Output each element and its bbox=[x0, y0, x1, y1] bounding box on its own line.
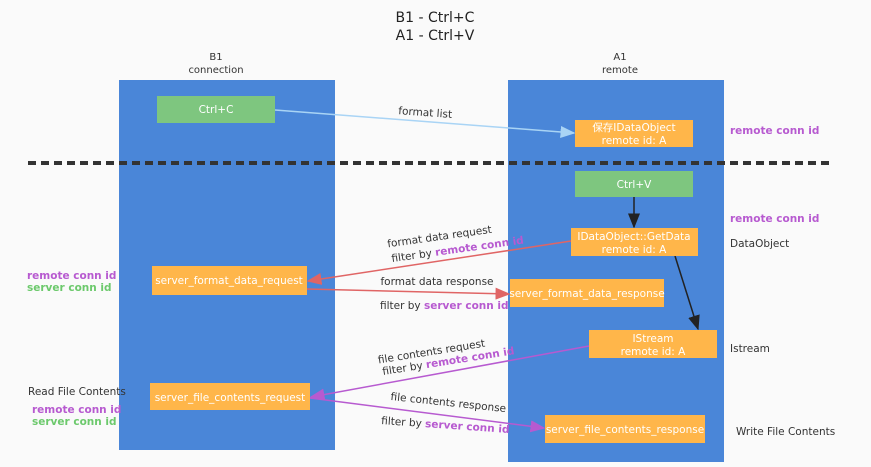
side-istream: Istream bbox=[730, 343, 770, 355]
ctrl-c-box: Ctrl+C bbox=[157, 96, 275, 123]
title-line1: B1 - Ctrl+C bbox=[396, 10, 475, 26]
svg-text:server_format_data_response: server_format_data_response bbox=[509, 288, 664, 300]
svg-text:IStream: IStream bbox=[632, 333, 673, 345]
svg-text:remote id: A: remote id: A bbox=[602, 135, 668, 147]
svg-text:保存IDataObject: 保存IDataObject bbox=[592, 121, 675, 134]
file-response-filter: filter by server conn id bbox=[381, 415, 510, 436]
left-remote-conn-id-1: remote conn id bbox=[27, 270, 116, 282]
left-remote-conn-id-2: remote conn id bbox=[32, 404, 121, 416]
file-request-box: server_file_contents_request bbox=[150, 383, 310, 410]
column-b1-name: B1 bbox=[209, 52, 222, 63]
left-server-conn-id-1: server conn id bbox=[27, 282, 112, 294]
ctrl-v-box: Ctrl+V bbox=[575, 171, 693, 197]
arrow-format-request bbox=[306, 240, 572, 285]
arrow-file-response bbox=[309, 397, 546, 433]
column-b1-sub: connection bbox=[188, 65, 243, 76]
file-response-label: file contents response bbox=[390, 391, 507, 415]
svg-text:remote id: A: remote id: A bbox=[621, 346, 687, 358]
svg-text:Ctrl+V: Ctrl+V bbox=[617, 179, 652, 191]
format-list-label: format list bbox=[398, 105, 453, 121]
format-response-label: format data response bbox=[380, 276, 493, 288]
svg-text:IDataObject::GetData: IDataObject::GetData bbox=[577, 231, 690, 243]
arrow-getdata-istream bbox=[674, 255, 700, 331]
svg-text:remote id: A: remote id: A bbox=[602, 244, 668, 256]
side-remote-conn-id-1: remote conn id bbox=[730, 125, 819, 137]
svg-text:server_file_contents_response: server_file_contents_response bbox=[546, 424, 704, 436]
title-line2: A1 - Ctrl+V bbox=[396, 28, 475, 44]
left-server-conn-id-2: server conn id bbox=[32, 416, 117, 428]
format-response-box: server_format_data_response bbox=[509, 279, 665, 307]
arrow-format-response bbox=[306, 287, 511, 300]
side-remote-conn-id-2: remote conn id bbox=[730, 213, 819, 225]
svg-text:Ctrl+C: Ctrl+C bbox=[199, 104, 234, 116]
arrow-format-list bbox=[274, 109, 576, 138]
arrow-file-request bbox=[309, 345, 590, 401]
side-write-file-contents: Write File Contents bbox=[736, 426, 835, 438]
format-request-box: server_format_data_request bbox=[152, 266, 307, 295]
svg-text:server_format_data_request: server_format_data_request bbox=[155, 275, 303, 287]
left-read-file-contents: Read File Contents bbox=[28, 386, 126, 398]
svg-text:server_file_contents_request: server_file_contents_request bbox=[155, 392, 306, 404]
column-a1-sub: remote bbox=[602, 65, 638, 76]
file-response-box: server_file_contents_response bbox=[545, 415, 705, 443]
column-a1-name: A1 bbox=[613, 52, 626, 63]
format-response-filter: filter by server conn id bbox=[380, 300, 509, 312]
side-dataobject: DataObject bbox=[730, 238, 789, 250]
